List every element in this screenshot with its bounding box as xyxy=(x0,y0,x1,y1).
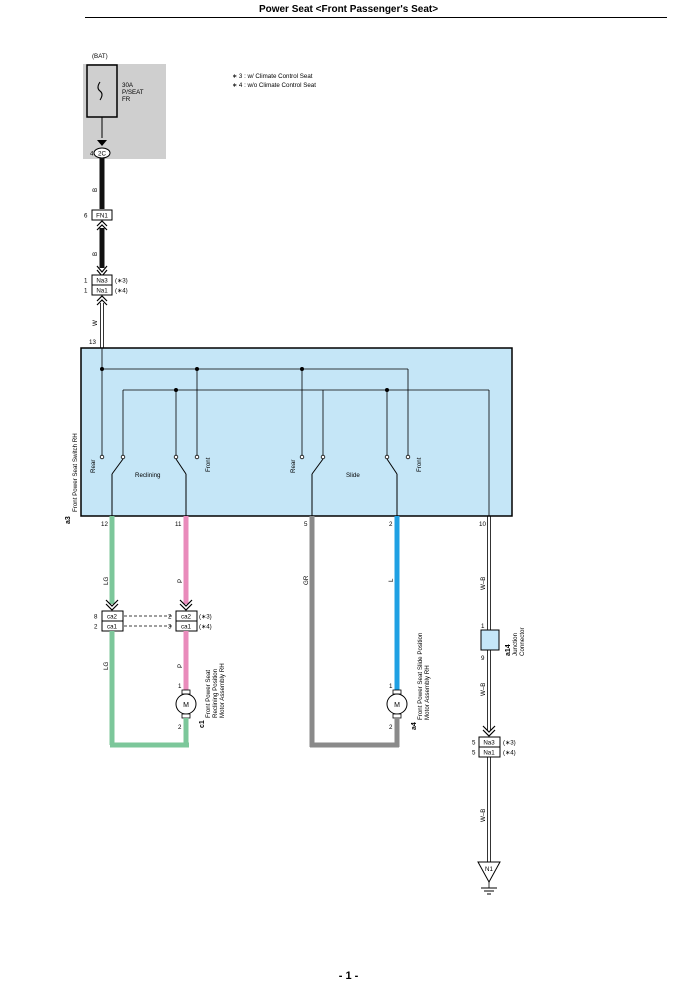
label-front-2: Front xyxy=(416,457,423,472)
wire-lg-1-label: LG xyxy=(103,577,110,585)
note-1: ∗ 3 : w/ Climate Control Seat xyxy=(232,73,313,80)
arrow-icon xyxy=(97,140,107,146)
connector-ca2-left-pin: 8 xyxy=(94,614,98,621)
motor-c1-pin1: 1 xyxy=(178,683,182,690)
page-number: - 1 - xyxy=(338,970,359,982)
wire-wb-1-label: W–B xyxy=(480,577,487,590)
ground-n1-label: N1 xyxy=(485,866,493,873)
motor-c1-name-1: Front Power Seat xyxy=(205,670,212,718)
wire-wb-3-label: W–B xyxy=(480,809,487,822)
wire-gr-label: GR xyxy=(303,575,310,585)
switch-pin-11: 11 xyxy=(175,521,182,528)
wire-wb-2-label: W–B xyxy=(480,683,487,696)
connector-na3-top-label: Na3 xyxy=(96,278,108,285)
wire-lg-2-label: LG xyxy=(103,662,110,670)
note-2: ∗ 4 : w/o Climate Control Seat xyxy=(232,82,316,89)
label-rear-1: Rear xyxy=(90,460,97,473)
label-rear-2: Rear xyxy=(290,460,297,473)
connector-na1-top-pin: 1 xyxy=(84,288,88,295)
switch-blades xyxy=(111,458,398,516)
connector-fn1-pin: 6 xyxy=(84,213,88,220)
switch-pin-10: 10 xyxy=(479,521,486,528)
connector-ca2-right-note: (∗3) xyxy=(199,614,212,621)
connector-ca2-right-pin: 2 xyxy=(168,614,172,621)
fuse-line-3: FR xyxy=(122,96,131,103)
motor-a4-pin2: 2 xyxy=(389,724,393,731)
switch-pin-12: 12 xyxy=(101,521,108,528)
battery-area xyxy=(83,64,166,159)
label-reclining: Reclining xyxy=(135,472,161,479)
label-slide: Slide xyxy=(346,472,360,479)
wire-w-label: W xyxy=(92,320,99,326)
junction-name-1: Junction xyxy=(512,632,519,656)
battery-label: (BAT) xyxy=(92,53,108,60)
motor-a4-symbol: M xyxy=(394,702,400,709)
connector-na1-bottom-label: Na1 xyxy=(483,750,495,757)
junction-pin-bottom: 9 xyxy=(481,655,485,662)
title-rule xyxy=(85,17,667,18)
switch-pin-5: 5 xyxy=(304,521,308,528)
wire-l-label: L xyxy=(388,578,395,582)
wire-b-1-label: B xyxy=(92,188,99,192)
connector-fn1-label: FN1 xyxy=(96,213,108,220)
connector-fn1 xyxy=(91,209,113,221)
motor-c1-symbol: M xyxy=(183,702,189,709)
page-title: Power Seat <Front Passenger's Seat> xyxy=(258,4,439,15)
motor-c1-id: c1 xyxy=(199,720,206,728)
connector-na1-top-note: (∗4) xyxy=(115,288,128,295)
connector-na3-bottom-pin: 5 xyxy=(472,740,476,747)
connector-na1-bottom-note: (∗4) xyxy=(503,750,516,757)
connector-na3-top-pin: 1 xyxy=(84,278,88,285)
connector-na3-bottom-note: (∗3) xyxy=(503,740,516,747)
connector-na1-top xyxy=(91,284,113,296)
connector-ca2-left-label: ca2 xyxy=(107,614,118,621)
label-front-1: Front xyxy=(205,457,212,472)
wire-b-2-label: B xyxy=(92,252,99,256)
connector-ca1-right-note: (∗4) xyxy=(199,624,212,631)
connector-na1-top-label: Na1 xyxy=(96,288,108,295)
motor-c1-name-2: Reclining Position xyxy=(212,668,219,718)
connector-2c-pin: 4 xyxy=(90,151,94,158)
connector-na3-bottom-label: Na3 xyxy=(483,740,495,747)
junction-connector-a14 xyxy=(480,629,500,651)
connector-2c-label: 2C xyxy=(98,151,106,158)
motor-a4-name-2: Motor Assembly RH xyxy=(424,665,431,720)
connector-ca1-left-pin: 2 xyxy=(94,624,98,631)
connector-na1-bottom-pin: 5 xyxy=(472,750,476,757)
wire-p-1-label: P xyxy=(177,579,184,583)
connector-na1-bottom xyxy=(478,746,501,758)
motor-c1-pin2: 2 xyxy=(178,724,182,731)
connector-ca1-left-label: ca1 xyxy=(107,624,118,631)
ground-n1 xyxy=(477,861,501,884)
switch-pin-13: 13 xyxy=(89,339,96,346)
fuse-line-2: P/SEAT xyxy=(122,89,144,96)
switch-pin-2: 2 xyxy=(389,521,393,528)
motor-a4-name-1: Front Power Seat Slide Position xyxy=(417,632,424,720)
motor-a4-pin1: 1 xyxy=(389,683,393,690)
junction-name-2: Connector xyxy=(519,627,526,656)
junction-pin-top: 1 xyxy=(481,623,485,630)
connector-ca2-right-label: ca2 xyxy=(181,614,192,621)
switch-id: a3 xyxy=(65,516,72,524)
connector-ca1-right-pin: 3 xyxy=(168,624,172,631)
motor-a4-id: a4 xyxy=(411,722,418,730)
junction-id: a14 xyxy=(505,644,512,656)
switch-name: Front Power Seat Switch RH xyxy=(72,433,79,512)
fuse-icon xyxy=(97,81,103,101)
fuse-line-1: 30A xyxy=(122,82,134,89)
motor-c1-name-3: Motor Assembly RH xyxy=(219,663,226,718)
power-seat-switch-box xyxy=(80,347,513,517)
connector-na3-top-note: (∗3) xyxy=(115,278,128,285)
connector-ca1-right-label: ca1 xyxy=(181,624,192,631)
wire-p-2-label: P xyxy=(177,664,184,668)
